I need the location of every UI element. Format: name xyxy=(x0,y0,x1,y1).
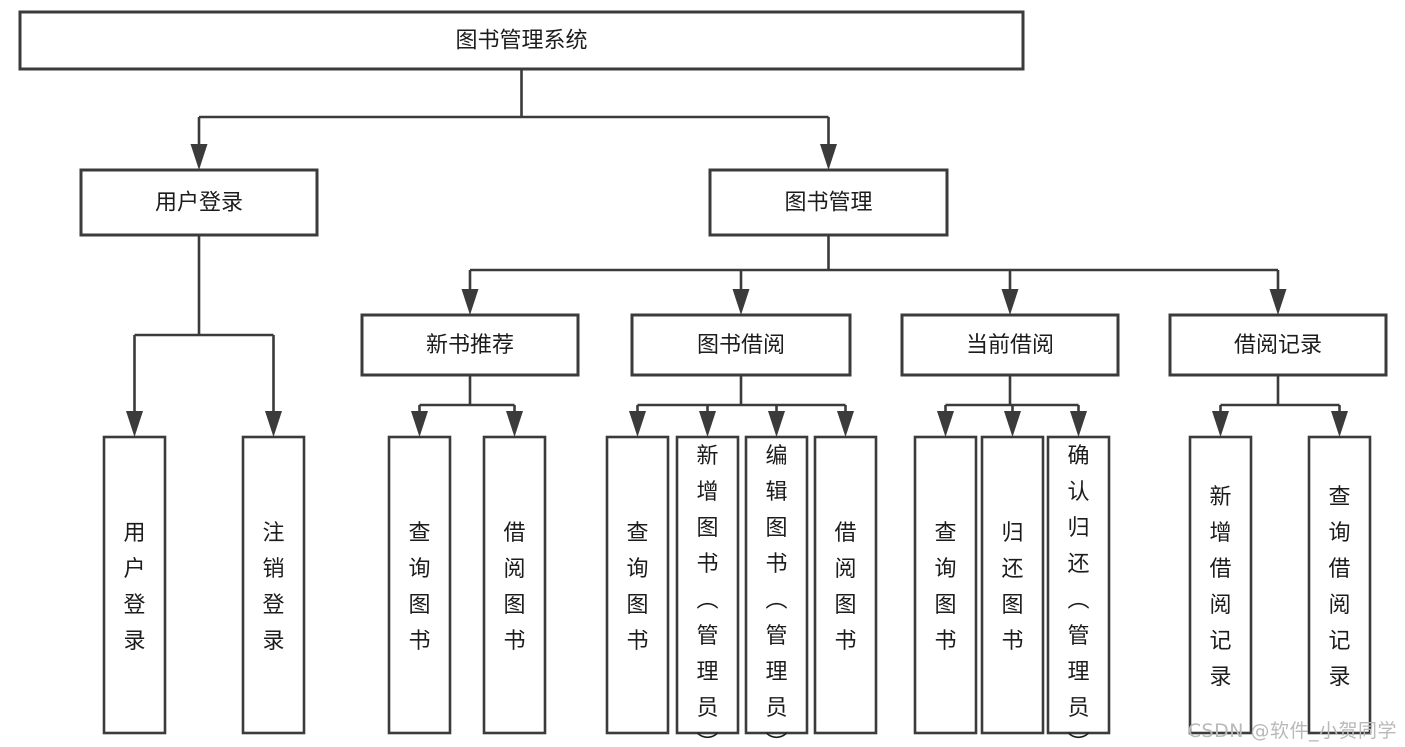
node-label-newbook: 新书推荐 xyxy=(426,333,514,358)
node-label-l6: 新增图书︵管理员︶ xyxy=(696,444,718,747)
edges-layer xyxy=(126,69,1348,437)
node-box-l10[interactable] xyxy=(980,435,1045,735)
node-label-record: 借阅记录 xyxy=(1234,333,1322,358)
node-box-root[interactable] xyxy=(18,10,1025,71)
edge-group-record xyxy=(1212,375,1348,437)
edge-group-bookmgmt xyxy=(461,235,1287,315)
node-l11[interactable]: 确认归还︵管理员︶ xyxy=(1046,435,1111,747)
node-box-l9[interactable] xyxy=(913,435,978,735)
node-box-l2[interactable] xyxy=(241,435,306,735)
node-box-login[interactable] xyxy=(79,168,319,237)
node-label-l3: 查询图书 xyxy=(408,521,430,654)
node-login[interactable]: 用户登录 xyxy=(79,168,319,237)
node-newbook[interactable]: 新书推荐 xyxy=(360,313,580,377)
node-label-l9: 查询图书 xyxy=(934,521,956,654)
node-l12[interactable]: 新增借阅记录 xyxy=(1188,435,1253,735)
node-root[interactable]: 图书管理系统 xyxy=(18,10,1025,71)
edge-group-current xyxy=(937,375,1087,437)
node-l9[interactable]: 查询图书 xyxy=(913,435,978,735)
watermark-text: CSDN @软件_小贺同学 xyxy=(1187,720,1397,742)
node-label-l13: 查询借阅记录 xyxy=(1328,485,1350,690)
node-label-l1: 用户登录 xyxy=(123,521,145,654)
node-l10[interactable]: 归还图书 xyxy=(980,435,1045,735)
node-l5[interactable]: 查询图书 xyxy=(605,435,670,735)
node-l8[interactable]: 借阅图书 xyxy=(813,435,878,735)
node-label-root: 图书管理系统 xyxy=(455,29,587,54)
node-label-l2: 注销登录 xyxy=(262,521,284,654)
node-label-l4: 借阅图书 xyxy=(503,521,525,654)
node-box-l11[interactable] xyxy=(1046,435,1111,735)
node-bookmgmt[interactable]: 图书管理 xyxy=(708,168,949,237)
node-box-l1[interactable] xyxy=(102,435,167,735)
edge-group-borrow xyxy=(629,375,854,437)
node-label-current: 当前借阅 xyxy=(966,333,1054,358)
node-l2[interactable]: 注销登录 xyxy=(241,435,306,735)
node-l4[interactable]: 借阅图书 xyxy=(482,435,547,735)
edge-group-root xyxy=(190,69,837,170)
node-l3[interactable]: 查询图书 xyxy=(387,435,452,735)
node-record[interactable]: 借阅记录 xyxy=(1168,313,1388,377)
node-box-borrow[interactable] xyxy=(630,313,852,377)
node-label-login: 用户登录 xyxy=(155,191,243,216)
node-current[interactable]: 当前借阅 xyxy=(900,313,1120,377)
node-label-l5: 查询图书 xyxy=(626,521,648,654)
node-label-bookmgmt: 图书管理 xyxy=(784,191,872,216)
node-box-l3[interactable] xyxy=(387,435,452,735)
node-box-current[interactable] xyxy=(900,313,1120,377)
node-box-l8[interactable] xyxy=(813,435,878,735)
edge-group-newbook xyxy=(411,375,523,437)
node-l1[interactable]: 用户登录 xyxy=(102,435,167,735)
node-box-bookmgmt[interactable] xyxy=(708,168,949,237)
node-l6[interactable]: 新增图书︵管理员︶ xyxy=(675,435,740,747)
node-box-l5[interactable] xyxy=(605,435,670,735)
node-label-l12: 新增借阅记录 xyxy=(1209,485,1231,690)
node-box-newbook[interactable] xyxy=(360,313,580,377)
node-box-l12[interactable] xyxy=(1188,435,1253,735)
node-label-l11: 确认归还︵管理员︶ xyxy=(1067,444,1089,747)
node-label-borrow: 图书借阅 xyxy=(697,333,785,358)
node-box-l4[interactable] xyxy=(482,435,547,735)
nodes-layer: 图书管理系统用户登录图书管理新书推荐图书借阅当前借阅借阅记录用户登录注销登录查询… xyxy=(18,10,1388,747)
node-label-l7: 编辑图书︵管理员︶ xyxy=(765,444,787,747)
edge-group-login xyxy=(126,235,282,437)
node-l13[interactable]: 查询借阅记录 xyxy=(1307,435,1372,735)
node-box-l6[interactable] xyxy=(675,435,740,735)
node-box-record[interactable] xyxy=(1168,313,1388,377)
node-box-l13[interactable] xyxy=(1307,435,1372,735)
node-box-l7[interactable] xyxy=(744,435,809,735)
node-label-l8: 借阅图书 xyxy=(834,521,856,654)
node-borrow[interactable]: 图书借阅 xyxy=(630,313,852,377)
node-label-l10: 归还图书 xyxy=(1001,521,1023,654)
node-l7[interactable]: 编辑图书︵管理员︶ xyxy=(744,435,809,747)
